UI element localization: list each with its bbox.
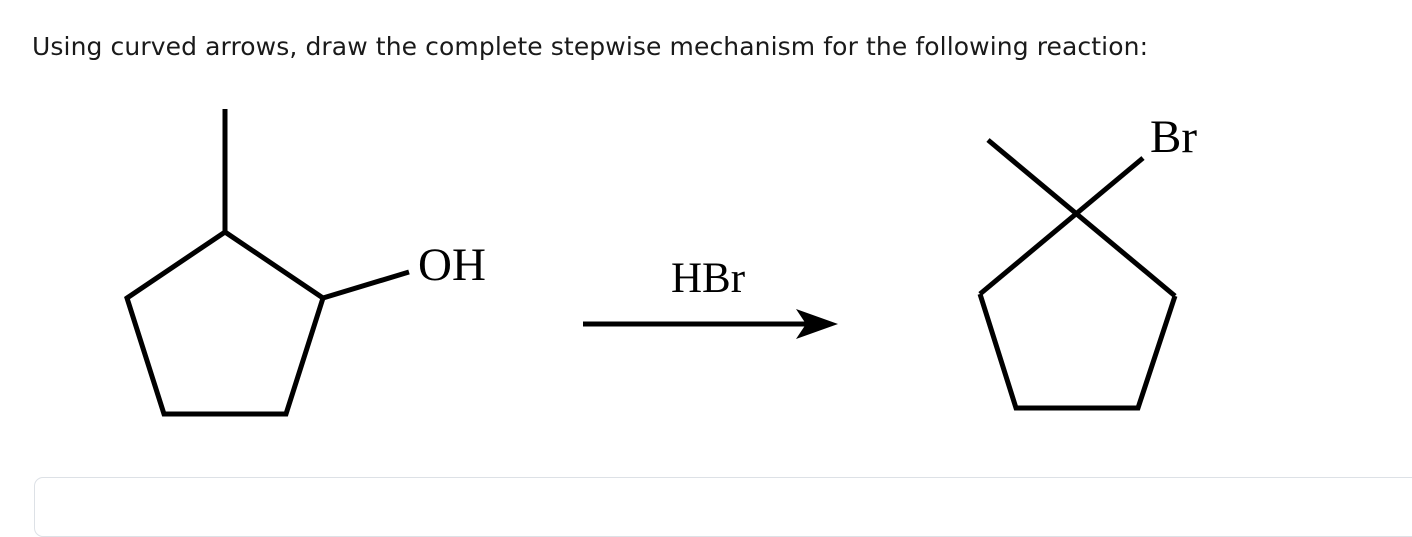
answer-input-area[interactable] <box>34 477 1412 537</box>
reagent-label: HBr <box>671 255 745 302</box>
question-root: Using curved arrows, draw the complete s… <box>0 32 1412 537</box>
product-br-label: Br <box>1150 111 1197 163</box>
reactant-structure: OH <box>124 109 486 417</box>
product-bromo-bond <box>978 156 1145 296</box>
reaction-scheme-svg: OH HBr Br <box>124 109 1197 417</box>
reaction-scheme: OH HBr Br <box>0 85 1412 450</box>
product-structure: Br <box>977 111 1197 411</box>
reaction-arrow-group: HBr <box>583 255 838 339</box>
reactant-cyclopentane-ring <box>124 228 326 417</box>
product-cyclopentane-ring <box>977 293 1178 411</box>
reactant-oh-label: OH <box>418 239 486 291</box>
question-prompt: Using curved arrows, draw the complete s… <box>32 32 1149 61</box>
reaction-arrow-head <box>796 309 838 339</box>
product-methyl-bond <box>986 138 1177 298</box>
reactant-hydroxyl-bond <box>322 269 410 301</box>
